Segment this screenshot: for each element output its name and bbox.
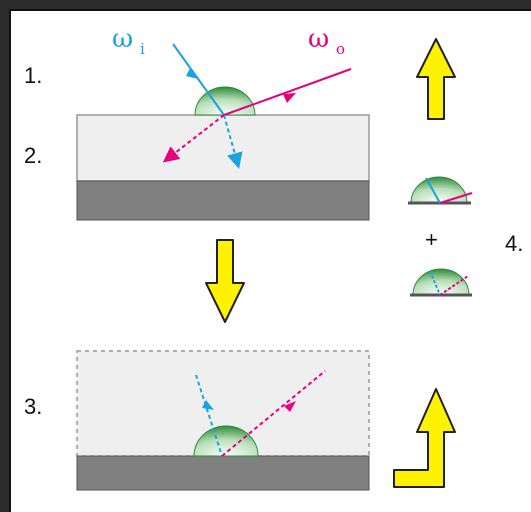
upper-small-outgoing [439,192,473,204]
decomposition-lower [410,268,472,297]
lower-small-incident [429,270,441,296]
decomposition-upper [408,176,473,205]
omega-o-subscript: o [336,40,345,58]
down-arrow-icon [205,239,245,323]
step-label-1: 1. [24,63,42,88]
top-coating-layer [76,114,370,182]
outgoing-arrowhead-bottom [284,401,296,412]
upper-small-incident [425,177,441,204]
omega-o-symbol: ω [308,24,329,54]
outgoing-ray-bottom [221,370,326,457]
step-label-3: 3. [24,394,42,419]
omega-i-symbol: ω [112,24,133,54]
bottom-brdf-lobe [193,425,259,457]
corner-up-arrow-icon [393,388,456,488]
outgoing-ray-top [223,68,352,116]
refracted-outgoing-ray [162,114,225,163]
incident-ray-top [172,43,225,116]
top-layered-slab [76,114,370,221]
top-brdf-lobe [194,86,256,116]
incident-ray-bottom [195,374,223,457]
omega-o-label: ω o [308,24,345,58]
upper-small-lobe [410,176,468,204]
incident-arrowhead-top [186,68,198,79]
bottom-layered-slab [76,350,370,491]
lower-small-lobe [412,268,470,296]
plus-sign: + [425,227,438,252]
step-label-2: 2. [24,143,42,168]
bottom-substrate-layer [76,455,370,491]
outgoing-arrowhead-top [283,93,296,103]
lower-small-outgoing [439,275,469,296]
up-arrow-icon [416,38,456,120]
omega-i-subscript: i [140,40,145,58]
top-substrate-layer [76,180,370,221]
refracted-incident-ray [223,114,243,169]
step-label-4: 4. [505,231,523,256]
omega-i-label: ω i [112,24,145,58]
incident-arrowhead-bottom [202,400,214,410]
